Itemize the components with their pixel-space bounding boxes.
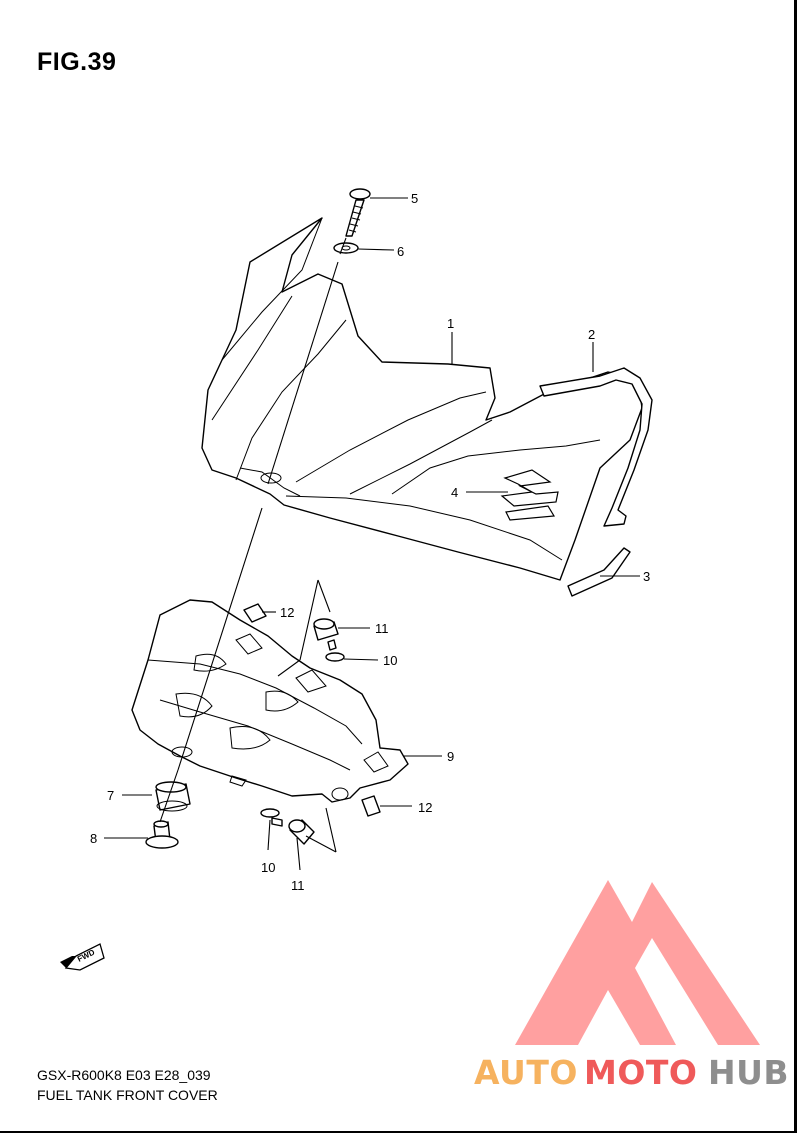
part-12-clip-nut-lower (361, 795, 381, 817)
part-11-grommet-upper (313, 618, 339, 641)
model-code: GSX-R600K8 E03 E28_039 (37, 1067, 211, 1083)
part-10-bolt-lower (260, 808, 283, 827)
callout-10-upper: 10 (383, 653, 397, 668)
watermark-hub: HUB (708, 1053, 789, 1092)
part-11-grommet-lower (288, 819, 315, 845)
watermark-wordmark: AUTO MOTO HUB (474, 1053, 789, 1092)
callout-11-lower: 11 (291, 878, 305, 893)
watermark-moto: MOTO (584, 1053, 697, 1092)
figure-title: FIG.39 (37, 48, 117, 76)
callout-1: 1 (447, 316, 454, 331)
callout-11-upper: 11 (375, 621, 389, 636)
callout-8: 8 (90, 831, 97, 846)
leader-lines (104, 197, 640, 839)
part-7-rubber-mount (155, 781, 191, 812)
watermark-emblem (515, 880, 760, 1045)
part-9-bracket (131, 599, 409, 803)
callout-12-upper: 12 (280, 605, 294, 620)
callouts: 1 2 3 4 5 6 7 8 9 10 10 11 11 12 12 (90, 191, 650, 893)
part-12-clip-nut-upper (243, 603, 267, 623)
part-group-name: FUEL TANK FRONT COVER (37, 1087, 218, 1103)
part-2-trim-strip (539, 367, 653, 527)
callout-7: 7 (107, 788, 114, 803)
callout-2: 2 (588, 327, 595, 342)
part-1-front-cover (201, 217, 643, 581)
assembly-lines (159, 237, 347, 871)
callout-4: 4 (451, 485, 458, 500)
callout-3: 3 (643, 569, 650, 584)
callout-10-lower: 10 (261, 860, 275, 875)
part-10-bolt-upper (325, 639, 345, 662)
watermark-auto: AUTO (474, 1053, 578, 1092)
callout-5: 5 (411, 191, 418, 206)
fwd-direction-badge: FWD (60, 943, 105, 971)
callout-12-lower: 12 (418, 800, 432, 815)
callout-6: 6 (397, 244, 404, 259)
part-3-trim-strip (567, 547, 631, 597)
callout-9: 9 (447, 749, 454, 764)
part-5-screw (345, 188, 371, 237)
part-6-washer (333, 242, 359, 254)
part-8-collar (145, 820, 179, 849)
